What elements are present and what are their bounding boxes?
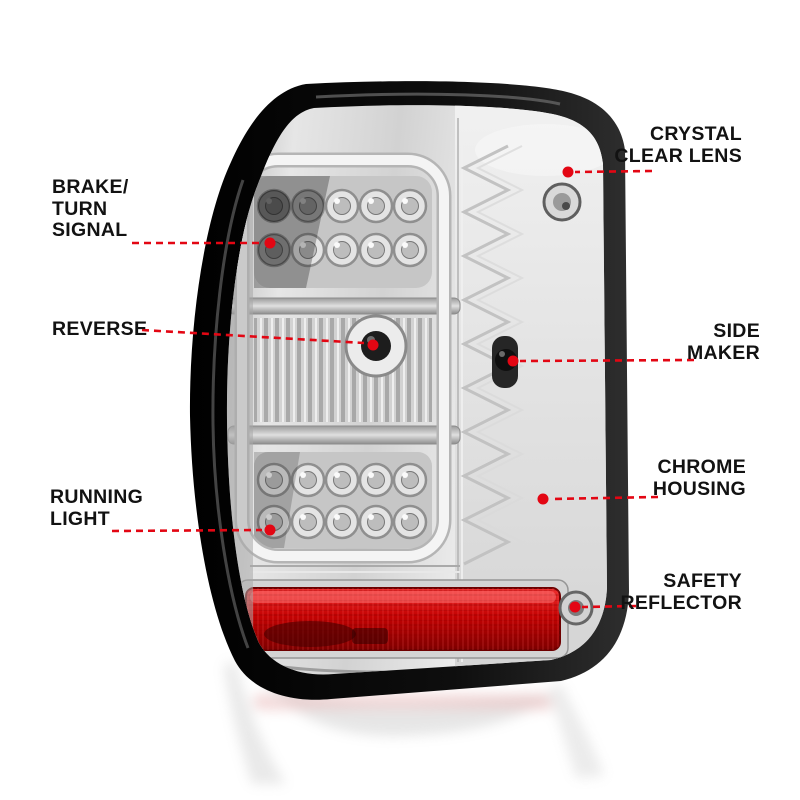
leader-dot-reverse — [367, 339, 379, 351]
label-running-light: RUNNING LIGHT — [50, 486, 144, 530]
label-chrome-housing: CHROME HOUSING — [652, 456, 746, 500]
leader-lines — [111, 169, 695, 609]
label-line: RUNNING — [50, 486, 144, 508]
label-line: LIGHT — [50, 507, 110, 530]
label-line: CRYSTAL — [649, 123, 742, 145]
leader-dot-brake-turn-signal — [264, 237, 276, 249]
label-safety-reflector: SAFETY REFLECTOR — [620, 570, 742, 614]
label-line: CLEAR LENS — [614, 144, 742, 167]
leader-dot-crystal-clear-lens — [562, 166, 574, 178]
label-reverse: REVERSE — [52, 318, 148, 341]
label-line: MAKER — [687, 341, 760, 364]
label-side-maker: SIDE MAKER — [687, 320, 760, 364]
leader-dot-side-maker — [507, 355, 519, 367]
label-line: CHROME — [657, 456, 746, 478]
label-brake-turn-signal: BRAKE/ TURN SIGNAL — [52, 176, 129, 242]
led-shadow — [292, 190, 324, 222]
label-line: SIGNAL — [52, 219, 128, 241]
label-line: REVERSE — [52, 318, 148, 340]
label-line: TURN — [52, 197, 108, 220]
reverse-ribbed-area — [254, 318, 432, 422]
leader-line-safety-reflector — [581, 604, 637, 609]
divider-lower — [227, 425, 461, 445]
leader-dot-safety-reflector — [569, 601, 581, 613]
lens-interior — [227, 105, 607, 675]
leader-line-crystal-clear-lens — [574, 169, 653, 174]
label-line: REFLECTOR — [620, 591, 742, 614]
top-socket — [542, 182, 582, 222]
lens-glare — [475, 124, 607, 176]
safety-reflector-strip — [245, 587, 561, 651]
label-line: BRAKE/ — [52, 176, 129, 198]
housing-left-gloss — [211, 179, 250, 649]
leader-line-running-light — [111, 528, 263, 533]
leader-line-reverse — [141, 328, 365, 345]
leader-dot-running-light — [264, 524, 276, 536]
housing-gloss — [315, 92, 561, 106]
divider-upper — [227, 297, 461, 315]
leader-line-chrome-housing — [549, 495, 659, 501]
label-crystal-clear-lens: CRYSTAL CLEAR LENS — [614, 123, 742, 167]
leader-dots — [264, 166, 581, 613]
led-shadow — [258, 190, 290, 222]
leader-dot-chrome-housing — [537, 493, 549, 505]
lower-dark-reflection — [254, 452, 300, 548]
label-line: SIDE — [713, 320, 760, 342]
led-shadow — [258, 234, 290, 266]
label-line: SAFETY — [663, 570, 742, 592]
lens-zigzag — [460, 144, 512, 566]
label-line: HOUSING — [652, 477, 746, 500]
leader-line-side-maker — [519, 358, 695, 363]
